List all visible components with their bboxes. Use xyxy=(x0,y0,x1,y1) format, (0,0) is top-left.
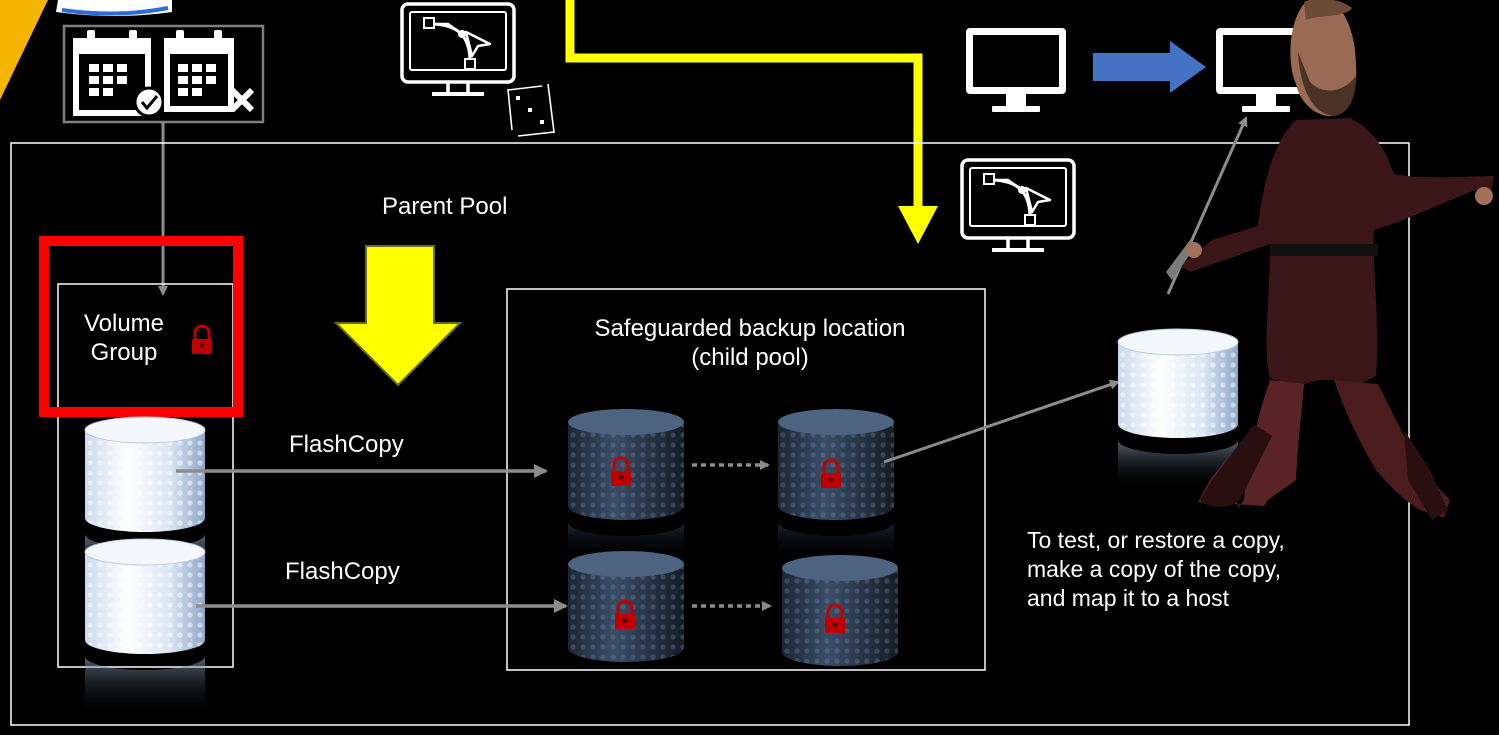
monitor-bezier-icon xyxy=(400,2,516,96)
yellow-route-line xyxy=(565,0,923,215)
volume-group-highlight xyxy=(39,236,243,417)
test-note-line: To test, or restore a copy, xyxy=(1027,527,1285,553)
volume-group-label-line2: Group xyxy=(90,339,158,366)
volume-group-label-line1: Volume xyxy=(83,310,165,337)
safeguarded-label-line1: Safeguarded backup location xyxy=(594,315,906,342)
calendar-x-icon xyxy=(164,30,255,113)
copy-to-host-arrow xyxy=(1093,41,1206,93)
child-pool-box xyxy=(506,288,986,671)
flashcopy-label: FlashCopy xyxy=(289,431,404,458)
calendar-check-icon xyxy=(73,30,165,118)
test-note-line: and map it to a host xyxy=(1027,585,1230,611)
test-note-line: make a copy of the copy, xyxy=(1027,556,1281,582)
volume-group-box xyxy=(57,283,234,668)
copy-of-copy-arrow xyxy=(883,379,1120,464)
monitor-bezier-icon xyxy=(960,158,1076,252)
volume-group-label: Volume Group xyxy=(74,309,174,367)
database-cylinder-icon xyxy=(568,551,684,662)
flashcopy-label: FlashCopy xyxy=(285,558,400,585)
database-cylinder-icon xyxy=(782,555,898,666)
database-cylinder-icon xyxy=(84,538,206,716)
corner-decoration xyxy=(0,0,48,100)
selection-marquee-icon xyxy=(507,83,555,137)
yellow-route-arrowhead xyxy=(898,206,938,244)
lock-icon xyxy=(190,324,214,356)
person-cutout-image xyxy=(1166,0,1494,520)
test-restore-note: To test, or restore a copy, make a copy … xyxy=(1027,526,1285,613)
safeguarded-location-label: Safeguarded backup location (child pool) xyxy=(560,314,940,372)
safeguarded-label-line2: (child pool) xyxy=(691,344,809,371)
parent-pool-arrow xyxy=(333,245,463,387)
parent-pool-label: Parent Pool xyxy=(382,193,508,220)
database-cylinder-icon xyxy=(1117,328,1239,490)
parent-pool-frame xyxy=(10,142,1410,726)
database-cylinder-icon xyxy=(778,409,894,560)
monitor-icon xyxy=(966,28,1066,112)
